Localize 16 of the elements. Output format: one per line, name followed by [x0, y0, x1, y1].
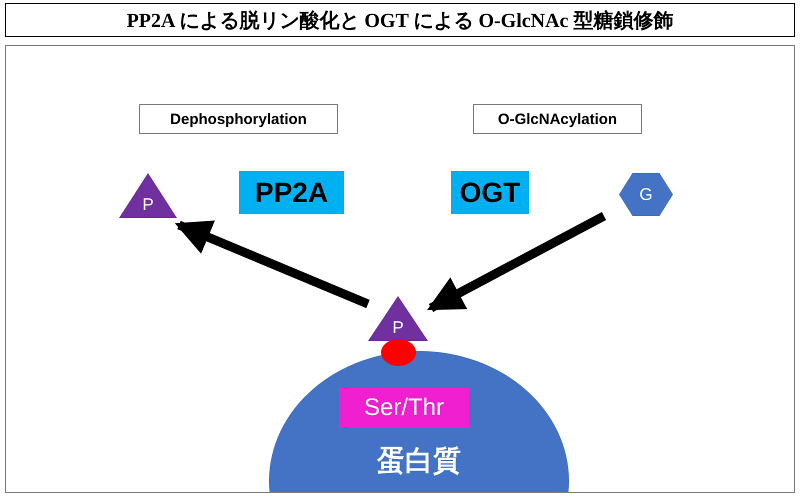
phosphate-letter: P — [391, 316, 405, 338]
phosphate-letter: P — [141, 194, 155, 216]
heading-label: Dephosphorylation — [139, 104, 338, 134]
enzyme-label: PP2A — [239, 171, 344, 214]
arrow — [174, 220, 370, 308]
heading-label: O-GlcNAcylation — [473, 104, 642, 134]
glcnac-hexagon — [619, 173, 673, 216]
phosphate-triangle — [368, 296, 428, 341]
phosphate-triangle — [119, 173, 177, 218]
residue-label: Ser/Thr — [339, 388, 469, 428]
diagram-title: PP2A による脱リン酸化と OGT による O-GlcNAc 型糖鎖修飾 — [5, 3, 795, 37]
glcnac-letter: G — [638, 184, 654, 206]
protein-name: 蛋白質 — [376, 444, 462, 478]
arrow — [427, 212, 606, 312]
residue-dot — [381, 339, 416, 366]
enzyme-label: OGT — [451, 171, 529, 214]
